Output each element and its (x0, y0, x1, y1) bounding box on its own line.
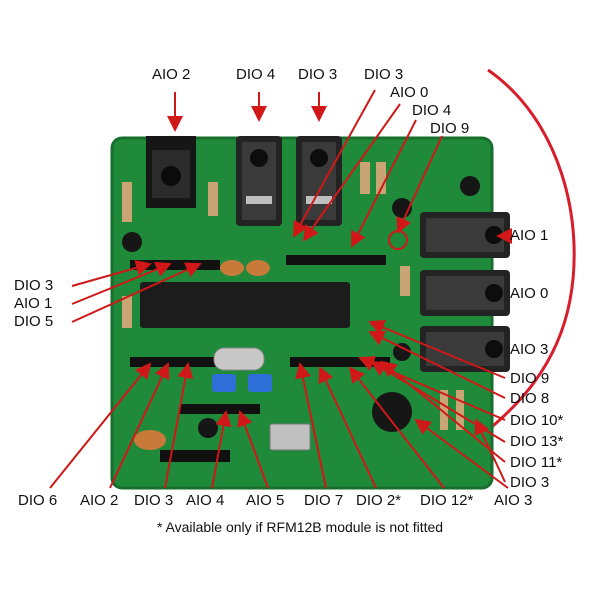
microcontroller-chip-icon (140, 282, 350, 328)
small-capacitor-icon (460, 176, 480, 196)
arrow-icon (380, 360, 506, 463)
arrow-icon (71, 261, 172, 305)
label-jack-aio0: AIO 0 (510, 285, 549, 302)
label-right-dio8: DIO 8 (510, 390, 550, 407)
label-bottom-aio2: AIO 2 (80, 492, 119, 509)
label-bottom-aio3: AIO 3 (494, 492, 533, 509)
label-right-dio9: DIO 9 (510, 370, 550, 387)
top-jack-dio3-icon (296, 136, 342, 226)
crystal-icon (213, 347, 265, 371)
arrow-icon (295, 362, 327, 489)
top-jack-dio4-icon (236, 136, 282, 226)
label-top-dio4: DIO 4 (236, 66, 276, 83)
pin-header-bottom (130, 357, 390, 462)
capacitor-icon (212, 374, 236, 392)
usb-icon (269, 423, 311, 451)
arrow-icon (109, 362, 170, 489)
pin-header-top-mid (286, 255, 386, 265)
label-top-dio3: DIO 3 (298, 66, 338, 83)
label-jack-aio1: AIO 1 (510, 227, 549, 244)
small-capacitor-icon (393, 343, 411, 361)
label-top-dio9: DIO 9 (430, 120, 470, 137)
label-top-aio0: AIO 0 (390, 84, 429, 101)
arrow-icon (396, 135, 443, 234)
red-wire-icon (469, 68, 576, 447)
label-right-dio11: DIO 11* (510, 454, 563, 471)
label-top-dio3b: DIO 3 (364, 66, 404, 83)
arrow-icon (351, 119, 417, 248)
electrolytic-capacitor-icon (372, 392, 412, 432)
label-jack-aio3: AIO 3 (510, 341, 549, 358)
footnote: * Available only if RFM12B module is not… (156, 519, 444, 535)
arrow-icon (302, 103, 401, 242)
label-right-dio10: DIO 10* (510, 412, 564, 429)
label-bottom-dio2: DIO 2* (356, 492, 402, 509)
annotation-arrows (49, 89, 512, 489)
right-jack-aio0-icon (420, 270, 510, 316)
label-top-dio4b: DIO 4 (412, 102, 452, 119)
arrow-icon (71, 260, 152, 287)
label-bottom-dio12: DIO 12* (420, 492, 474, 509)
label-right-dio13: DIO 13* (510, 433, 564, 450)
capacitor-icon (134, 430, 166, 450)
pin-header-top-left (130, 260, 220, 270)
arrow-icon (368, 319, 506, 379)
label-left-dio3: DIO 3 (14, 277, 54, 294)
arrow-icon (474, 418, 506, 483)
label-bottom-dio6: DIO 6 (18, 492, 58, 509)
arrow-icon (164, 362, 194, 489)
label-top-aio2: AIO 2 (152, 66, 191, 83)
arrow-icon (348, 366, 445, 489)
arrow-icon (414, 418, 509, 489)
capacitor-icon (246, 260, 270, 276)
label-bottom-dio7: DIO 7 (304, 492, 344, 509)
small-capacitor-icon (198, 418, 218, 438)
arrow-icon (368, 330, 506, 399)
arrow-icon (318, 366, 377, 489)
capacitor-icon (248, 374, 272, 392)
small-capacitor-icon (122, 232, 142, 252)
arrow-icon (293, 89, 376, 238)
capacitor-icon (220, 260, 244, 276)
label-left-dio5: DIO 5 (14, 313, 54, 330)
resistor-icon (122, 162, 464, 430)
label-bottom-dio3: DIO 3 (134, 492, 174, 509)
power-jack-icon (146, 136, 196, 208)
label-right-dio3: DIO 3 (510, 474, 550, 491)
label-bottom-aio5: AIO 5 (246, 492, 285, 509)
label-left-aio1: AIO 1 (14, 295, 53, 312)
right-jack-aio1-icon (420, 212, 510, 258)
arrow-icon (211, 410, 232, 489)
label-bottom-aio4: AIO 4 (186, 492, 225, 509)
arrow-icon (71, 262, 202, 323)
arrow-icon (237, 410, 269, 489)
arrow-icon (49, 362, 152, 489)
